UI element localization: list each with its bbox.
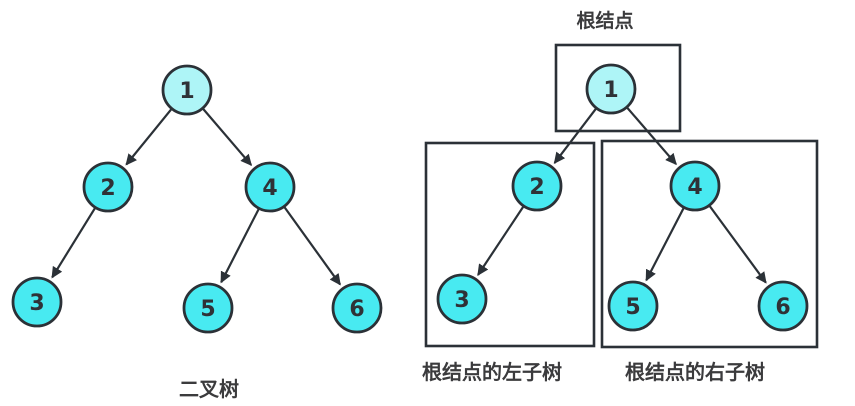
tree-node-1: [161, 64, 213, 116]
tree-node-3: [436, 273, 488, 325]
caption-left-subtree: 根结点的左子树: [422, 360, 562, 384]
caption-binary-tree: 二叉树: [179, 377, 239, 401]
tree-node-4: [244, 161, 296, 213]
tree-node-label-3: 3: [454, 288, 469, 313]
tree-node-6: [757, 280, 809, 332]
tree-node-2: [511, 160, 563, 212]
caption-root-node: 根结点: [576, 10, 634, 32]
caption-right-subtree: 根结点的右子树: [625, 360, 765, 384]
tree-node-6: [331, 282, 383, 334]
left-subtree-box: [424, 141, 596, 348]
tree-node-1: [585, 63, 637, 115]
edge-1-to-4: [625, 106, 677, 166]
tree-node-label-4: 4: [262, 176, 277, 201]
tree-node-4: [669, 160, 721, 212]
root-node-box: [554, 43, 682, 133]
edge-2-to-3: [51, 206, 97, 279]
tree-node-label-2: 2: [529, 175, 544, 200]
right-subtree-box: [600, 139, 819, 349]
edge-1-to-2: [553, 107, 598, 164]
edge-1-to-4: [201, 107, 253, 166]
tree-node-label-2: 2: [100, 176, 115, 201]
edge-4-to-6: [708, 204, 767, 284]
plain-binary-tree-group: 1 2 4 3 5 6: [11, 64, 383, 334]
tree-node-2: [82, 161, 134, 213]
tree-node-label-1: 1: [179, 79, 194, 104]
tree-node-5: [607, 280, 659, 332]
edge-4-to-6: [283, 205, 341, 286]
edge-4-to-5: [645, 206, 685, 282]
tree-node-label-5: 5: [625, 295, 640, 320]
tree-node-label-3: 3: [29, 291, 44, 316]
tree-node-label-6: 6: [775, 295, 790, 320]
tree-node-label-4: 4: [687, 175, 702, 200]
tree-node-3: [11, 276, 63, 328]
tree-node-label-6: 6: [349, 297, 364, 322]
tree-node-label-1: 1: [603, 78, 618, 103]
tree-node-5: [182, 282, 234, 334]
edge-2-to-3: [477, 205, 525, 276]
annotated-binary-tree-group: 1 2 4 3 5 6: [424, 43, 819, 349]
edge-1-to-2: [125, 107, 173, 166]
edge-4-to-5: [220, 207, 261, 284]
tree-node-label-5: 5: [200, 297, 215, 322]
